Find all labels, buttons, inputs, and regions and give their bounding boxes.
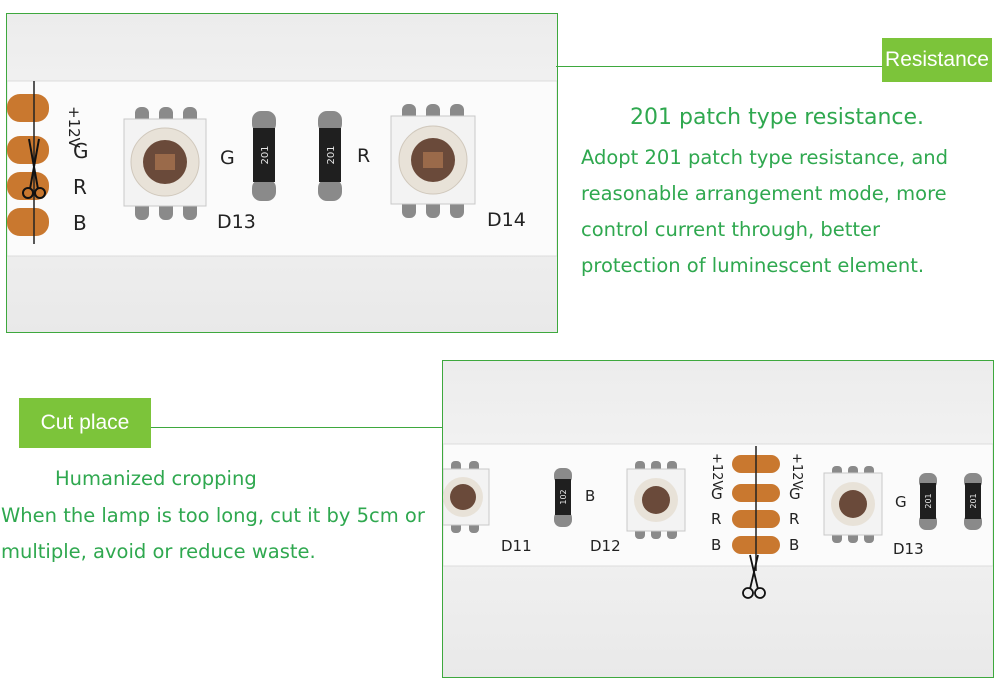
pad-label-g-left: G xyxy=(711,485,723,503)
resistance-title: 201 patch type resistance. xyxy=(630,105,925,130)
resistor-letter-b: B xyxy=(585,487,595,505)
led-label-d11: D11 xyxy=(501,537,532,555)
led-label-d13: D13 xyxy=(893,540,924,558)
pad-label-b-left: B xyxy=(711,536,721,554)
pad-label-12v-right: +12V xyxy=(789,453,804,489)
led-chip-d12 xyxy=(626,461,686,539)
cut-place-line: When the lamp is too long, cut it by 5cm… xyxy=(1,504,425,527)
resistor-2 xyxy=(318,111,342,201)
led-label-d14: D14 xyxy=(487,209,526,231)
cut-place-description: When the lamp is too long, cut it by 5cm… xyxy=(1,498,425,570)
resistor-3 xyxy=(964,473,982,530)
led-label-d12: D12 xyxy=(590,537,621,555)
scissors-icon xyxy=(742,554,766,599)
pad-label-b: B xyxy=(73,211,87,235)
led-chip-d11 xyxy=(443,461,490,533)
led-strip-body xyxy=(443,443,993,567)
led-chip-d13 xyxy=(123,107,207,220)
resistance-line: reasonable arrangement mode, more xyxy=(581,182,947,205)
photo-strip-top: +12V G R B D13 G 201 xyxy=(6,13,558,333)
resistance-description: Adopt 201 patch type resistance, and rea… xyxy=(581,140,948,284)
pad-label-g: G xyxy=(73,139,89,163)
scissors-icon xyxy=(22,138,46,199)
resistor-1 xyxy=(554,468,572,527)
resistor-letter-g: G xyxy=(895,493,907,511)
resistor-code-1: 102 xyxy=(559,489,568,504)
resistance-tag: Resistance xyxy=(882,38,992,82)
resistance-line: control current through, better xyxy=(581,218,881,241)
pad-label-r: R xyxy=(73,175,87,199)
resistance-line: protection of luminescent element. xyxy=(581,254,925,277)
led-chip-d13 xyxy=(823,466,883,543)
led-chip-d14 xyxy=(390,104,476,218)
resistor-code-2: 201 xyxy=(326,145,337,164)
pad-label-r-left: R xyxy=(711,510,721,528)
resistance-line: Adopt 201 patch type resistance, and xyxy=(581,146,949,169)
resistor-letter-r: R xyxy=(357,145,370,167)
resistor-1 xyxy=(252,111,276,201)
resistor-code-2: 201 xyxy=(924,493,933,508)
cut-place-title: Humanized cropping xyxy=(55,467,257,490)
resistor-code-3: 201 xyxy=(969,493,978,508)
resistor-letter-g: G xyxy=(220,147,235,169)
pad-label-12v-left: +12V xyxy=(709,453,724,489)
led-label-d13: D13 xyxy=(217,211,256,233)
cut-place-line: multiple, avoid or reduce waste. xyxy=(1,540,316,563)
resistance-leader-line xyxy=(556,66,882,67)
photo-strip-bottom: D11 102 B D12 +12V G R B xyxy=(442,360,994,678)
cut-place-leader-line xyxy=(151,427,443,428)
resistor-code-1: 201 xyxy=(260,145,271,164)
pad-label-r-right: R xyxy=(789,510,799,528)
pad-label-12v: +12V xyxy=(65,106,83,149)
resistor-2 xyxy=(919,473,937,530)
pad-label-b-right: B xyxy=(789,536,799,554)
cut-place-tag: Cut place xyxy=(19,398,151,448)
pad-label-g-right: G xyxy=(789,485,801,503)
